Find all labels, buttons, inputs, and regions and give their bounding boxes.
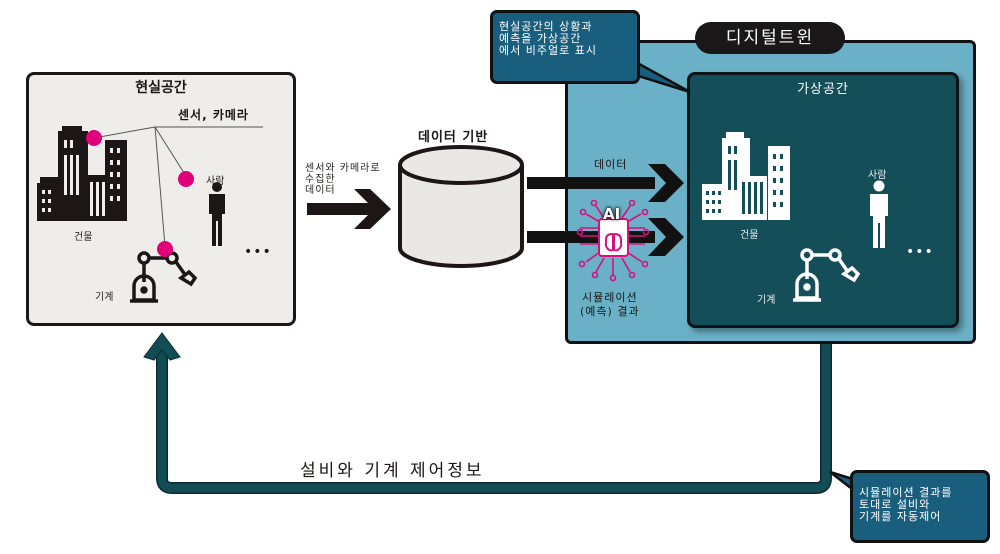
person-icon — [209, 182, 225, 246]
virtual-machine-label: 기계 — [757, 295, 776, 306]
brain-icon — [604, 232, 623, 252]
real-ellipsis: ••• — [244, 244, 272, 260]
collected-data-label: 센서와 카메라로 수집한 데이터 — [305, 163, 381, 196]
building-icon — [37, 126, 127, 221]
sensor-dot-building — [86, 130, 102, 146]
virtual-robot-arm-icon — [793, 248, 861, 302]
data-arrow — [527, 164, 684, 202]
simulation-result-line: (예측) 결과 — [580, 305, 640, 318]
real-building-label: 건물 — [74, 232, 93, 243]
control-info-label: 설비와 기계 제어정보 — [300, 461, 485, 481]
collected-data-line: 수집한 — [305, 174, 336, 185]
sensor-lines — [93, 126, 263, 247]
digital-twin-badge: 디지털트윈 — [695, 22, 845, 54]
callout-line: 기계를 자동제어 — [859, 510, 942, 523]
simulation-result-label: 시뮬레이션 (예측) 결과 — [580, 291, 640, 319]
feedback-arrowhead-icon — [143, 332, 181, 361]
real-person-label: 사람 — [206, 176, 225, 187]
sensor-camera-label: 센서, 카메라 — [178, 108, 249, 122]
ai-label: AI — [603, 205, 621, 223]
callout-visualization: 현실공간의 상황과 예측을 가상공간 에서 비주얼로 표시 — [490, 10, 640, 84]
callout-line: 현실공간의 상황과 — [499, 20, 593, 33]
virtual-ellipsis: ••• — [906, 244, 934, 260]
virtual-building-icon — [702, 132, 790, 220]
virtual-building-label: 건물 — [740, 230, 759, 241]
database-icon — [398, 145, 524, 268]
ai-chip-icon — [576, 199, 650, 282]
collected-data-line: 데이터 — [305, 185, 336, 196]
virtual-space-title: 가상공간 — [797, 82, 849, 97]
callout-line: 토대로 설비와 — [859, 498, 931, 511]
collected-data-line: 센서와 카메라로 — [305, 163, 381, 174]
virtual-person-icon — [870, 180, 888, 248]
callout-line: 시뮬레이션 결과를 — [859, 486, 953, 499]
real-machine-label: 기계 — [95, 292, 114, 303]
callout-auto-control: 시뮬레이션 결과를 토대로 설비와 기계를 자동제어 — [850, 470, 990, 543]
data-input-arrow — [307, 189, 391, 229]
data-arrow-label: 데이터 — [594, 158, 628, 171]
robot-arm-icon — [130, 251, 198, 303]
real-space-title: 현실공간 — [135, 80, 187, 96]
simulation-result-line: 시뮬레이션 — [581, 291, 638, 304]
sensor-dot-person — [178, 171, 194, 187]
data-infra-title: 데이터 기반 — [418, 130, 489, 145]
callout-line: 에서 비주얼로 표시 — [499, 44, 597, 57]
virtual-person-label: 사람 — [868, 170, 887, 181]
callout-top-tail — [630, 57, 691, 94]
callout-line: 예측을 가상공간 — [499, 32, 582, 45]
sensor-dot-machine — [157, 241, 173, 257]
